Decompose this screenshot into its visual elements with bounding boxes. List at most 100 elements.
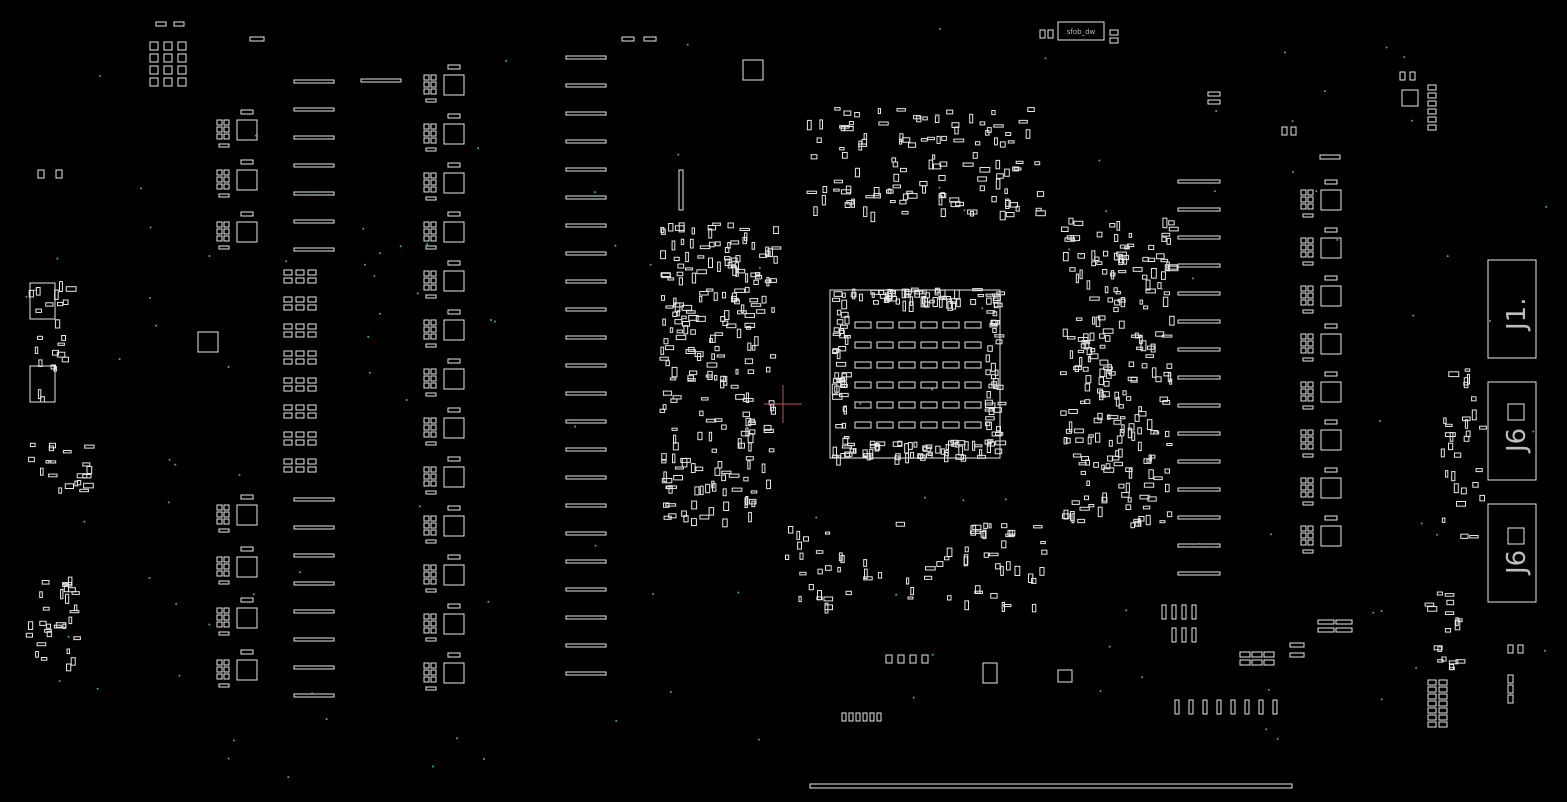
pad <box>425 343 437 348</box>
pad <box>1438 686 1448 693</box>
pad <box>986 442 991 454</box>
pad <box>1140 340 1147 352</box>
pad <box>995 159 1001 170</box>
pad <box>1062 513 1070 519</box>
pad <box>1109 29 1119 36</box>
pad <box>873 300 879 305</box>
pad <box>663 515 672 520</box>
pad <box>423 613 430 620</box>
ic-package <box>197 331 219 353</box>
pad <box>955 454 965 460</box>
pad <box>980 530 986 538</box>
pad <box>1300 333 1307 340</box>
pad <box>993 301 999 309</box>
pad <box>1105 463 1111 470</box>
ic-package <box>1320 237 1342 259</box>
pad <box>52 349 59 356</box>
via <box>208 255 211 257</box>
pad <box>223 119 230 126</box>
pad <box>1155 331 1165 337</box>
pad <box>991 110 996 116</box>
pad <box>685 349 696 355</box>
pad <box>688 315 699 321</box>
ic-package <box>1507 403 1525 421</box>
pad <box>871 292 875 298</box>
pad <box>1427 84 1437 91</box>
pad <box>1438 714 1448 721</box>
via <box>96 687 99 690</box>
pad <box>744 358 754 365</box>
pad <box>1097 506 1103 518</box>
pad <box>1300 525 1307 532</box>
pad <box>1103 250 1109 257</box>
via <box>1098 159 1101 162</box>
pad <box>163 77 173 87</box>
pad <box>989 323 998 328</box>
pad <box>1207 99 1221 105</box>
pad <box>86 466 93 474</box>
bga-pad <box>964 381 982 389</box>
pad <box>1068 409 1078 414</box>
pad <box>58 487 63 494</box>
pad <box>708 228 713 239</box>
pad <box>1307 539 1314 546</box>
pad <box>824 604 833 611</box>
trace-bar <box>360 78 402 83</box>
pad <box>836 361 847 367</box>
pad <box>691 227 695 235</box>
edge-connector[interactable] <box>809 783 1293 789</box>
pad <box>1302 501 1314 506</box>
pad <box>983 522 988 529</box>
pad <box>659 356 669 361</box>
pad <box>661 459 667 464</box>
pad <box>425 98 437 103</box>
pad <box>1161 271 1166 280</box>
pad <box>1191 604 1197 620</box>
pad <box>1102 492 1108 502</box>
pad <box>1438 693 1448 700</box>
connector-j1[interactable]: J1. <box>1487 259 1537 359</box>
pad <box>662 318 666 326</box>
pad <box>430 529 437 536</box>
pad <box>744 322 756 328</box>
pad <box>34 346 39 355</box>
bga-pad <box>876 361 894 369</box>
pad <box>946 109 954 115</box>
pad <box>743 476 749 482</box>
pad <box>1150 454 1156 459</box>
pad <box>1004 168 1010 177</box>
trace-bar <box>1177 515 1221 520</box>
via <box>1415 666 1418 669</box>
pad <box>1163 371 1172 377</box>
connector-j3[interactable]: J6 <box>1487 503 1537 603</box>
pad <box>1427 700 1437 707</box>
main-bga-chip[interactable] <box>829 289 1001 459</box>
pad <box>850 292 857 298</box>
via <box>1105 210 1108 213</box>
bga-pad <box>898 381 916 389</box>
pad <box>54 319 61 329</box>
pad <box>1067 336 1076 340</box>
via <box>298 571 301 574</box>
trace-bar <box>1177 375 1221 380</box>
pad <box>694 486 700 496</box>
pad <box>863 133 868 140</box>
pad <box>1263 651 1275 658</box>
trace-bar <box>293 609 335 614</box>
pad <box>836 319 844 325</box>
ic-package <box>443 466 465 488</box>
pad <box>896 108 906 112</box>
pad <box>720 375 727 382</box>
top-labeled-component[interactable]: sfob_dw <box>1057 21 1105 41</box>
connector-j2[interactable]: J6 <box>1487 381 1537 481</box>
ic-package <box>443 515 465 537</box>
pad <box>45 302 54 307</box>
via <box>1004 498 1007 501</box>
pad <box>695 466 704 472</box>
trace-bar <box>565 307 607 312</box>
pad <box>430 466 437 473</box>
pad <box>661 295 665 301</box>
pad <box>295 304 305 311</box>
pad <box>1109 223 1116 228</box>
